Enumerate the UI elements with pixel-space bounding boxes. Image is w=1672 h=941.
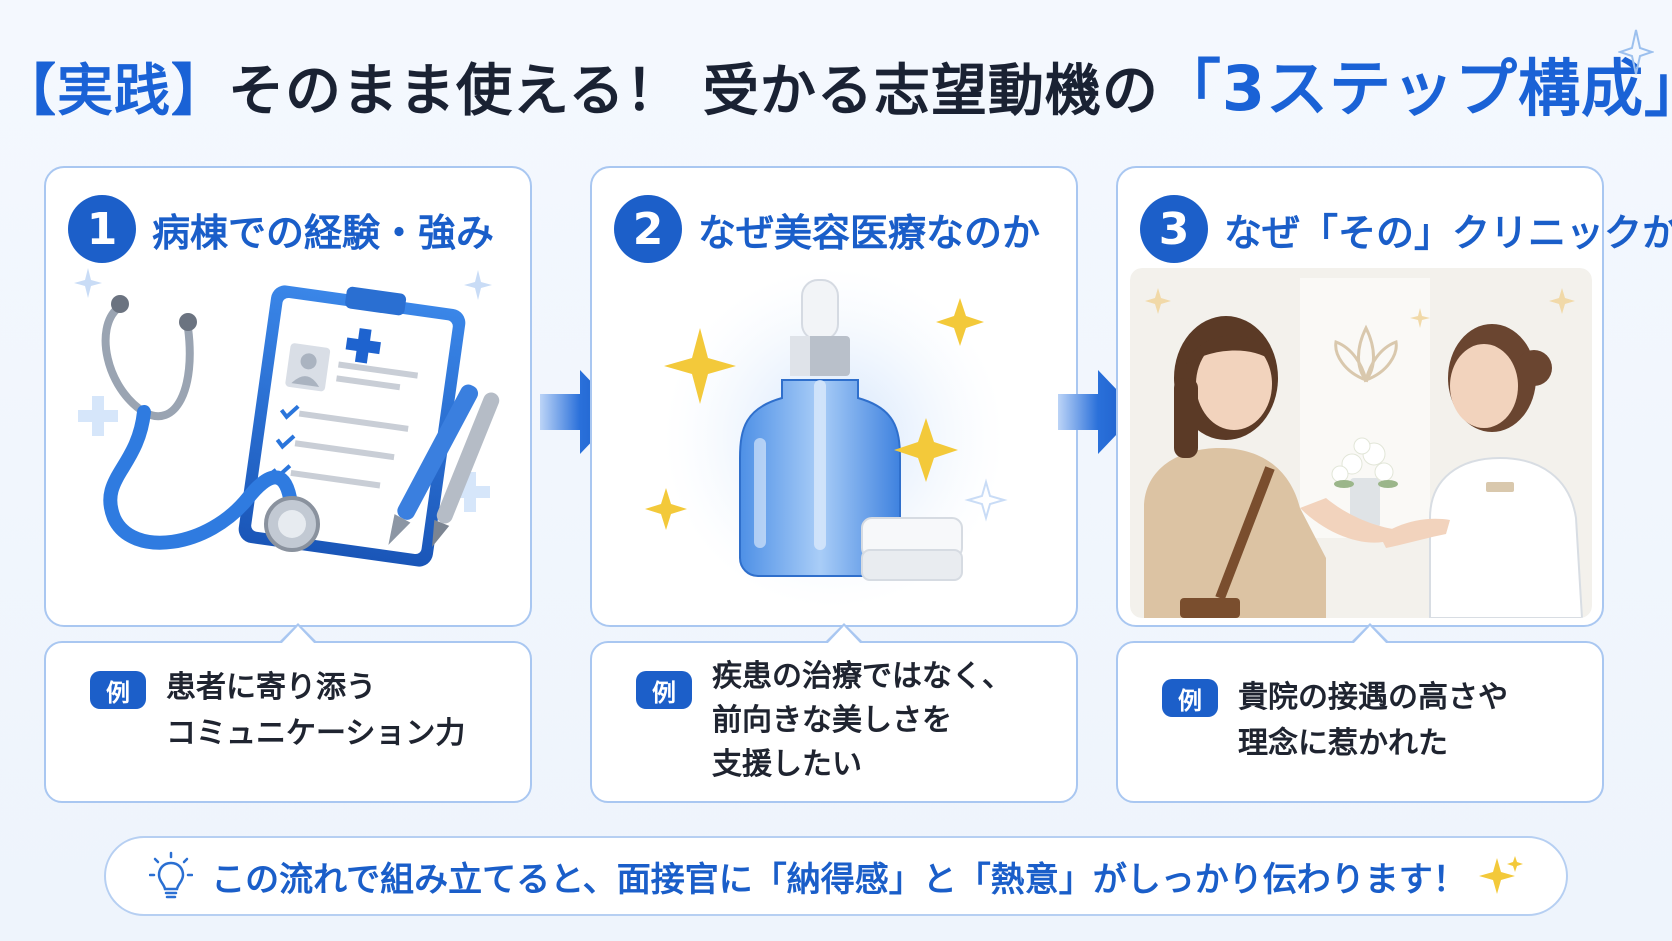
example-box-1: 例 患者に寄り添う コミュニケーション力 (44, 623, 532, 803)
lightbulb-icon (149, 851, 194, 899)
page-title: 【実践】そのまま使える！ 受かる志望動機の「3ステップ構成」 (0, 38, 1672, 128)
example-line: コミュニケーション力 (166, 716, 466, 751)
example-text-1: 患者に寄り添う コミュニケーション力 (166, 665, 465, 757)
step-heading-1: 病棟での経験・強み (152, 210, 495, 255)
example-text-3: 貴院の接遇の高さや 理念に惹かれた (1238, 675, 1508, 767)
title-main: そのまま使える！ 受かる志望動機の (228, 59, 1159, 124)
speech-notch (1350, 623, 1390, 644)
step-number-3: 3 (1140, 195, 1208, 263)
summary-text: この流れで組み立てると、面接官に「納得感」と「熱意」がしっかり伝わります！ (211, 859, 1467, 900)
title-bracket-close: 」 (1644, 52, 1672, 125)
summary-banner: この流れで組み立てると、面接官に「納得感」と「熱意」がしっかり伝わります！ (104, 836, 1568, 916)
example-line: 疾患の治療ではなく、 (712, 659, 1012, 694)
example-badge-2: 例 (636, 671, 692, 709)
example-line: 支援したい (712, 747, 862, 782)
speech-notch (278, 623, 318, 644)
example-badge-1: 例 (90, 671, 146, 709)
example-box-3: 例 貴院の接遇の高さや 理念に惹かれた (1116, 623, 1604, 803)
stethoscope-clipboard-icon (74, 268, 500, 567)
handshake-clinic-icon (1130, 268, 1592, 618)
example-line: 理念に惹かれた (1238, 726, 1448, 761)
step-card-1: 1 病棟での経験・強み (44, 166, 532, 627)
sparkle-icon (1478, 856, 1523, 894)
title-bracket-open: 「 (1158, 52, 1222, 125)
speech-notch (824, 623, 864, 644)
step-number-1: 1 (68, 195, 136, 263)
serum-bottle-icon (645, 268, 1008, 608)
title-highlight: 3ステップ構成 (1221, 52, 1644, 125)
example-badge-3: 例 (1162, 679, 1218, 717)
step-header-2: 2 なぜ美容医療なのか (614, 194, 1040, 264)
step-heading-2: なぜ美容医療なのか (698, 210, 1041, 255)
step-card-3: 3 なぜ「その」クリニックか (1116, 166, 1672, 627)
sparkle-icon (1618, 29, 1654, 75)
example-line: 前向きな美しさを (712, 703, 952, 738)
step-heading-3: なぜ「その」クリニックか (1224, 210, 1672, 255)
step-number-2: 2 (614, 195, 682, 263)
step-header-1: 1 病棟での経験・強み (68, 194, 494, 264)
title-prefix: 【実践】 (0, 59, 228, 124)
step-header-3: 3 なぜ「その」クリニックか (1140, 194, 1672, 264)
step-card-2: 2 なぜ美容医療なのか (590, 166, 1078, 627)
example-text-2: 疾患の治療ではなく、 前向きな美しさを 支援したい (712, 655, 1012, 787)
example-box-2: 例 疾患の治療ではなく、 前向きな美しさを 支援したい (590, 623, 1078, 803)
example-line: 患者に寄り添う (166, 670, 376, 705)
example-line: 貴院の接遇の高さや (1238, 680, 1508, 715)
